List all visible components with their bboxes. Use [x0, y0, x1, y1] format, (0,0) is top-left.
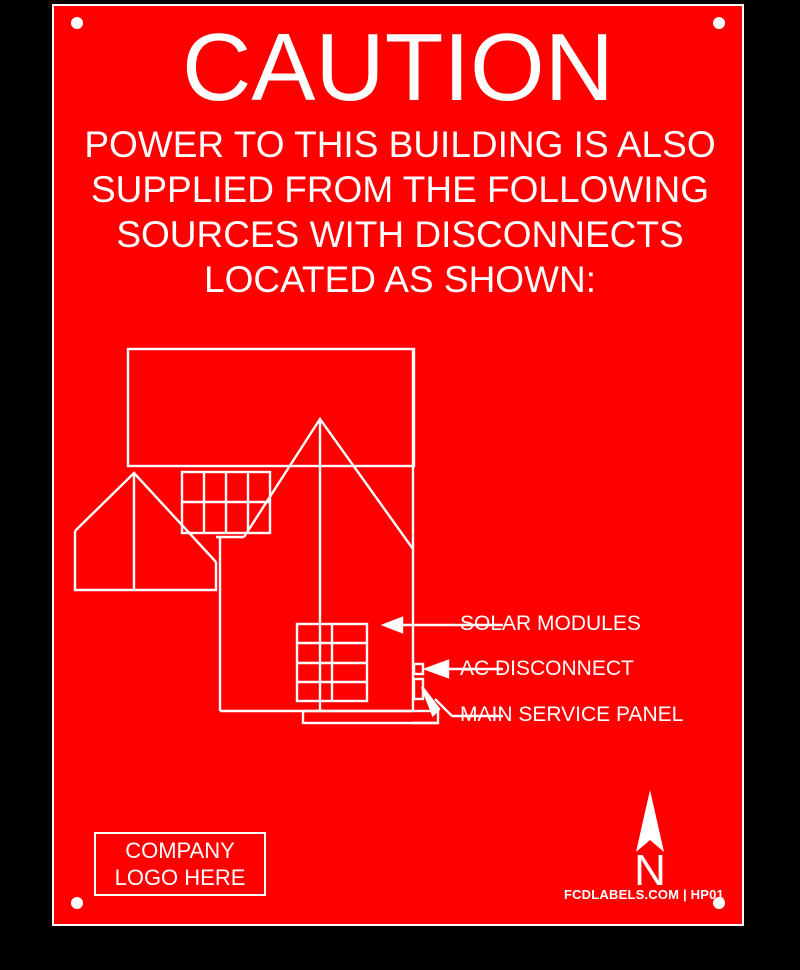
- ac-disconnect-box: [412, 662, 425, 676]
- arrowhead-ac-disconnect: [422, 659, 450, 679]
- body-line-4: LOCATED AS SHOWN:: [204, 259, 596, 300]
- mounting-hole-bottom-left: [71, 897, 83, 909]
- house-solar-diagram: [54, 331, 742, 751]
- body-line-3: SOURCES WITH DISCONNECTS: [116, 214, 684, 255]
- headline-caution: CAUTION: [182, 14, 614, 121]
- compass-needle-left: [636, 790, 650, 852]
- compass-svg: N: [634, 790, 666, 888]
- sky-panel-rect: [126, 347, 416, 468]
- company-logo-placeholder: COMPANY LOGO HERE: [94, 832, 266, 896]
- body-line-2: SUPPLIED FROM THE FOLLOWING: [90, 169, 710, 210]
- left-gable: [73, 471, 218, 592]
- compass-north-letter: N: [634, 846, 666, 888]
- front-step: [301, 709, 440, 725]
- diagram-svg: [73, 347, 503, 725]
- caution-placard: CAUTION POWER TO THIS BUILDING IS ALSO S…: [52, 4, 744, 926]
- compass-needle-right: [650, 790, 664, 852]
- body-line-1: POWER TO THIS BUILDING IS ALSO: [84, 124, 716, 165]
- north-arrow-compass: N: [618, 788, 682, 888]
- footer-attribution: FCDLABELS.COM | HP01: [563, 887, 724, 902]
- mounting-hole-top-left: [71, 17, 83, 29]
- mounting-hole-top-right: [713, 17, 725, 29]
- body-text-block: POWER TO THIS BUILDING IS ALSO SUPPLIED …: [66, 122, 734, 302]
- main-house: [216, 416, 414, 713]
- callout-main-service-panel: MAIN SERVICE PANEL: [460, 703, 684, 726]
- arrowhead-main-service-panel: [420, 686, 441, 718]
- wall-solar-array: [295, 622, 369, 703]
- callout-solar-modules: SOLAR MODULES: [460, 612, 641, 635]
- mounting-hole-bottom-right: [713, 897, 725, 909]
- roof-solar-array: [180, 470, 272, 535]
- logo-line-1: COMPANY: [125, 838, 235, 863]
- logo-line-2: LOGO HERE: [114, 865, 246, 890]
- callout-ac-disconnect: AC DISCONNECT: [460, 657, 634, 680]
- arrowhead-solar: [380, 616, 404, 634]
- leader-main-service-panel-angle: [434, 698, 453, 717]
